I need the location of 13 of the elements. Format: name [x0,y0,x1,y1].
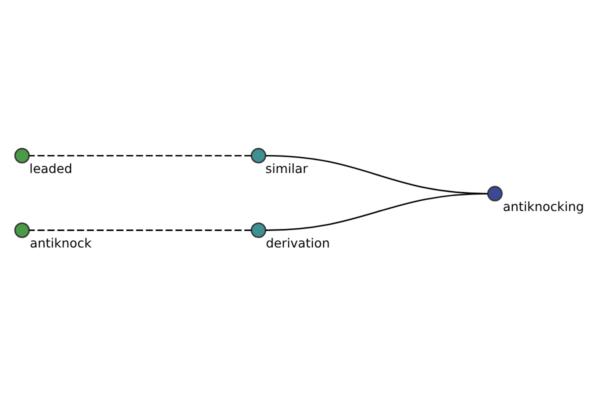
connector [29,154,252,156]
node-label: derivation [266,235,330,250]
node-circle [14,222,30,238]
connector [29,230,252,231]
node-circle [250,148,266,164]
node-label: similar [265,160,308,176]
node-circle [14,148,30,164]
node-label: leaded [29,160,72,176]
node-label: antiknocking [502,198,584,214]
node-label: antiknock [30,235,92,250]
connector [266,192,488,231]
node-circle [250,222,266,238]
node-circle [487,186,503,202]
